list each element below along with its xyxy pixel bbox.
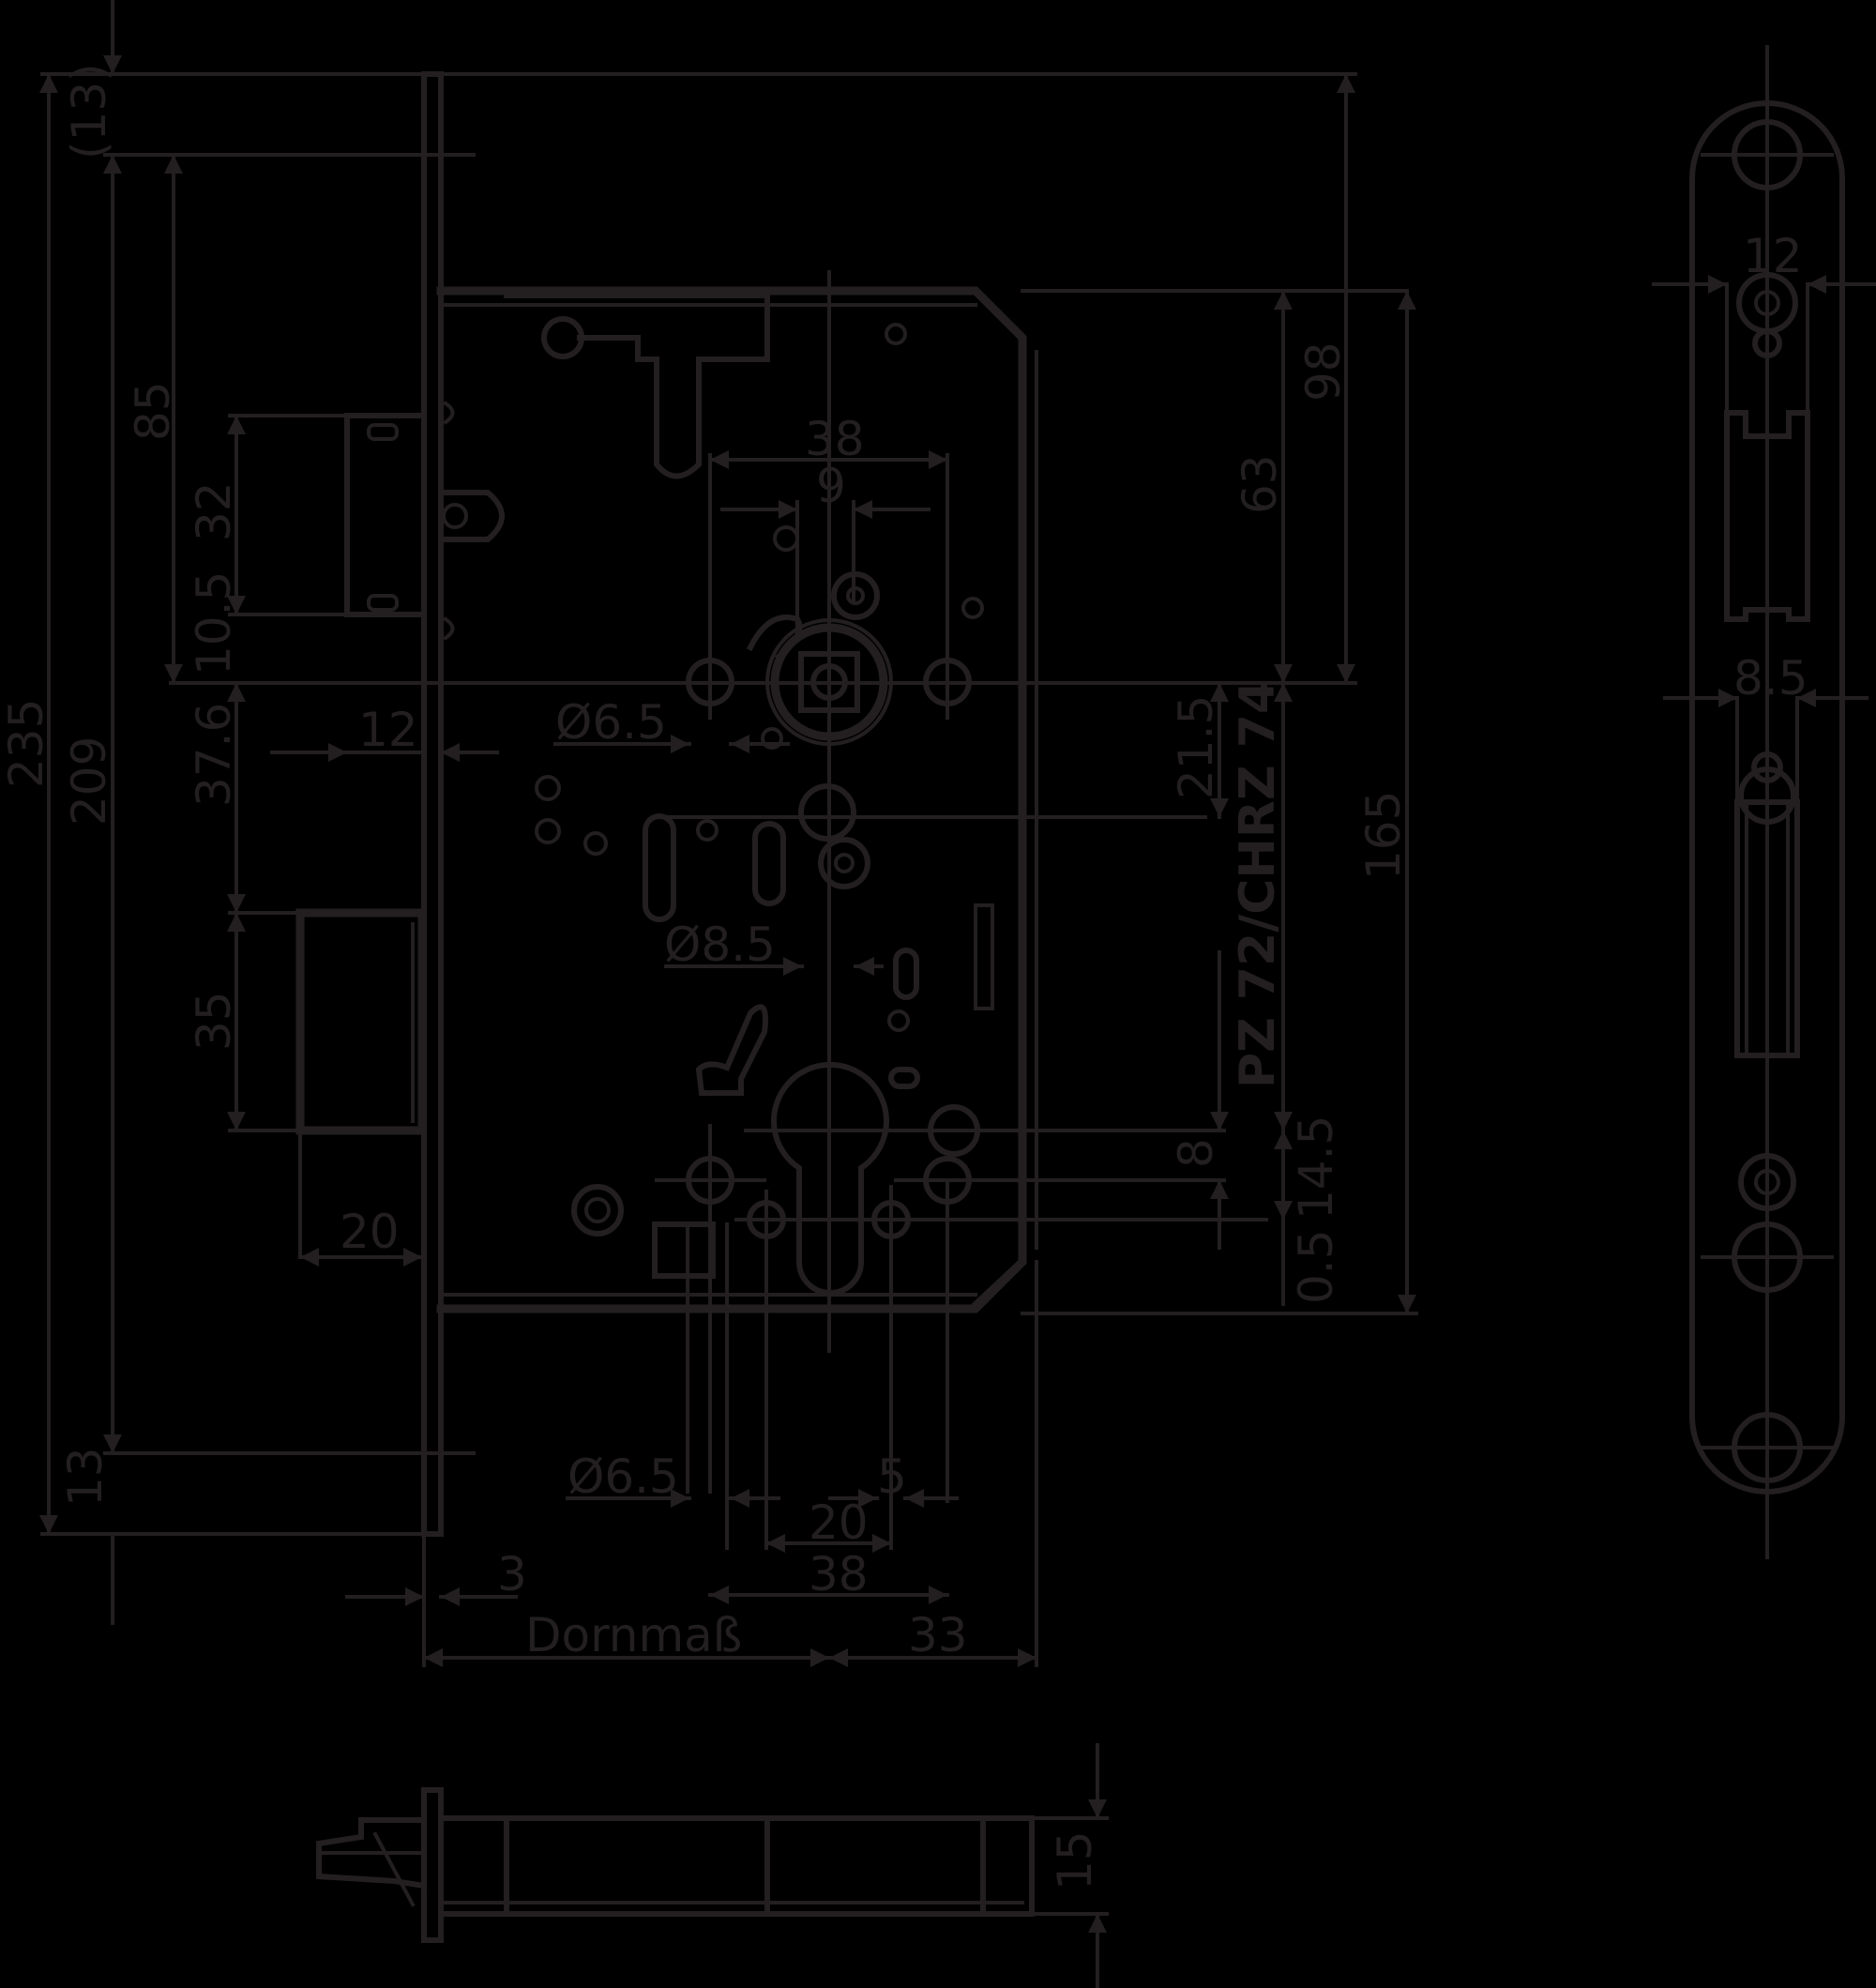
faceplate-view: 12 8.5 (1652, 45, 1876, 1559)
dim-dia-6-5-top: Ø6.5 (555, 695, 667, 750)
front-view-labels: 235 209 (13) 13 85 32 10.5 37.6 35 12 20… (0, 63, 1411, 1662)
top-bracket (504, 293, 907, 479)
dim-63: 63 (1233, 454, 1287, 514)
dim-98: 98 (1296, 341, 1351, 402)
hole-dimensions (553, 450, 959, 1604)
dim-13-top: (13) (62, 63, 116, 159)
follower-hub (686, 270, 984, 1353)
dim-dia-6-5-bottom: Ø6.5 (567, 1449, 679, 1504)
dim-38-bottom: 38 (809, 1547, 869, 1601)
latch-bolt (228, 401, 505, 641)
dim-9: 9 (816, 459, 846, 513)
dim-21-5: 21.5 (1169, 695, 1223, 799)
dim-5: 5 (877, 1449, 907, 1504)
dim-0-5: 0.5 (1289, 1229, 1343, 1304)
dim-12-latch: 12 (358, 703, 418, 757)
dim-85: 85 (126, 381, 180, 441)
cylinder-spec-label: PZ 72/CHRZ 74 (1230, 680, 1286, 1088)
front-view: 235 209 (13) 13 85 32 10.5 37.6 35 12 20… (0, 0, 1418, 1667)
dim-20-deadbolt: 20 (340, 1205, 400, 1259)
faceplate-inner-width-label: 8.5 (1733, 651, 1808, 706)
dim-20-bottom: 20 (809, 1495, 869, 1550)
dim-10-5: 10.5 (187, 571, 241, 675)
right-dimensions (1210, 72, 1416, 1315)
mid-features (535, 775, 1207, 1089)
dim-33: 33 (908, 1608, 968, 1662)
dim-32: 32 (187, 481, 241, 541)
dim-38-top: 38 (805, 412, 865, 466)
dim-3: 3 (497, 1547, 527, 1601)
left-dimensions (39, 0, 1038, 1667)
thickness-label: 15 (1048, 1830, 1102, 1890)
dim-235: 235 (0, 699, 53, 788)
dim-37-6: 37.6 (187, 703, 241, 807)
bottom-view: 15 (316, 1743, 1109, 1988)
backset-label: Dornmaß (525, 1608, 742, 1662)
dim-209: 209 (62, 736, 116, 826)
dim-35: 35 (187, 991, 241, 1051)
dim-14-5: 14.5 (1289, 1115, 1343, 1220)
cylinder-cutout (571, 1061, 1268, 1550)
dim-165: 165 (1356, 791, 1411, 880)
dim-dia-8-5: Ø8.5 (664, 918, 776, 972)
pawl (695, 1004, 768, 1096)
faceplate-width-label: 12 (1743, 229, 1803, 283)
dim-13-bottom: 13 (58, 1447, 113, 1507)
dim-8: 8 (1169, 1138, 1223, 1168)
